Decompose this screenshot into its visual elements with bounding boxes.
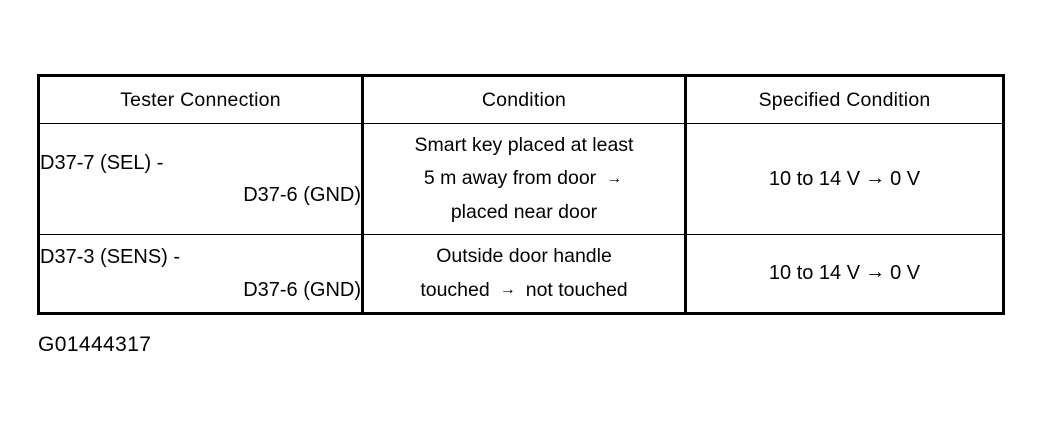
cell-condition-2: Outside door handle touched → not touched: [361, 234, 687, 314]
table-row: D37-3 (SENS) - D37-6 (GND) Outside door …: [37, 234, 1005, 314]
condition-line-2: 5 m away from door →: [364, 162, 684, 196]
condition-line-3: placed near door: [450, 200, 598, 223]
right-arrow-icon: →: [499, 281, 516, 299]
column-header-tester-connection: Tester Connection: [37, 75, 364, 124]
connection-line-primary: D37-7 (SEL) -: [40, 151, 164, 174]
tester-connection-table: Tester Connection Condition Specified Co…: [37, 74, 1005, 315]
cell-condition-1: Smart key placed at least 5 m away from …: [361, 123, 687, 235]
specified-value-from: 10 to 14 V: [768, 262, 861, 285]
cell-specified-condition-1: 10 to 14 V→0 V: [684, 123, 1005, 235]
condition-state-after: not touched: [525, 278, 628, 301]
figure-caption: G01444317: [38, 333, 152, 356]
right-arrow-icon: →: [865, 166, 886, 189]
cell-tester-connection-2: D37-3 (SENS) - D37-6 (GND): [37, 234, 364, 314]
specified-value-to: 0 V: [890, 168, 921, 191]
right-arrow-icon: →: [606, 169, 623, 187]
condition-line-1: Outside door handle: [436, 244, 612, 267]
connection-line-primary: D37-3 (SENS) -: [40, 246, 181, 269]
condition-line-1: Smart key placed at least: [414, 133, 634, 156]
column-header-specified-condition: Specified Condition: [684, 75, 1005, 124]
cell-tester-connection-1: D37-7 (SEL) - D37-6 (GND): [37, 123, 364, 235]
table-row: D37-7 (SEL) - D37-6 (GND) Smart key plac…: [37, 123, 1005, 235]
condition-line-2-text: 5 m away from door: [423, 167, 597, 190]
column-header-condition: Condition: [361, 75, 687, 124]
condition-line-2: touched → not touched: [364, 274, 684, 308]
cell-specified-condition-2: 10 to 14 V→0 V: [684, 234, 1005, 314]
connection-line-ground: D37-6 (GND): [243, 278, 361, 301]
specified-value-to: 0 V: [890, 262, 921, 285]
right-arrow-icon: →: [865, 261, 886, 284]
connection-line-ground: D37-6 (GND): [243, 184, 361, 206]
condition-state-before: touched: [420, 278, 490, 301]
specified-value-from: 10 to 14 V: [768, 168, 861, 191]
table-header-row: Tester Connection Condition Specified Co…: [37, 75, 1005, 124]
